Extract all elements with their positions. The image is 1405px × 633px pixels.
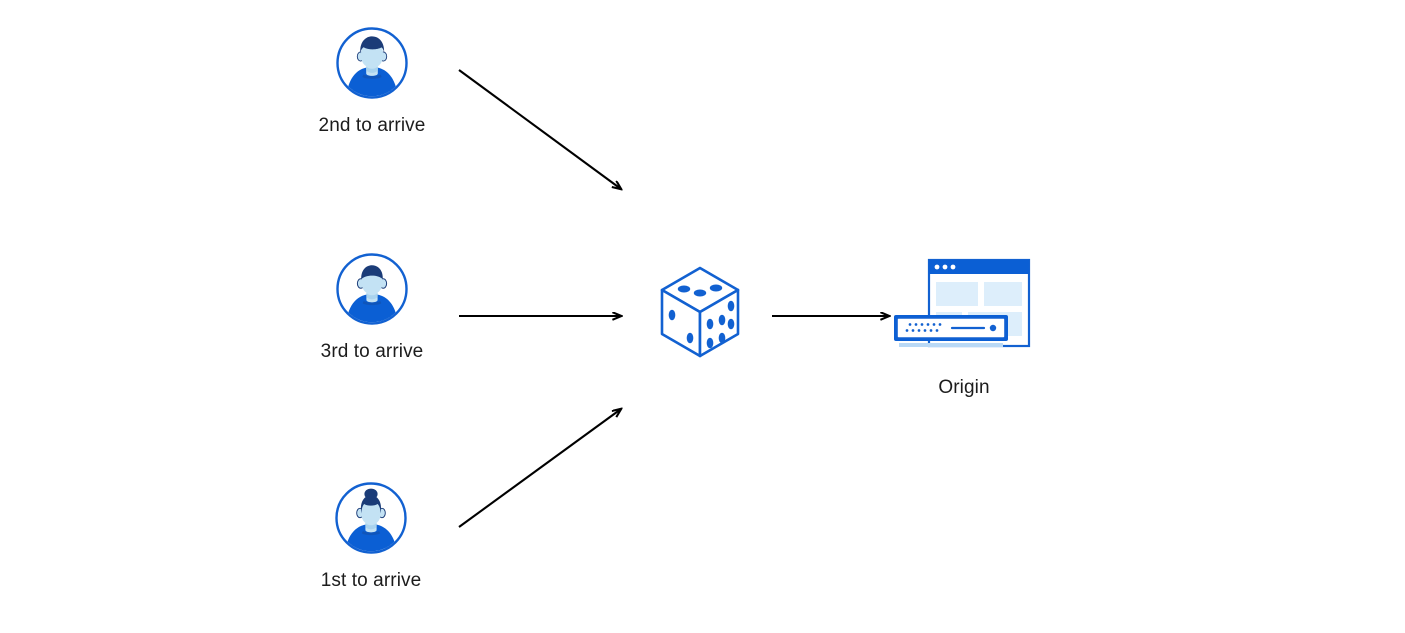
server-device-shape [894,315,1008,347]
user-avatar-male-icon [335,26,409,105]
arrow-2nd-to-dice [458,69,621,189]
arrow-1st-to-dice [458,409,621,528]
node-label-origin: Origin [938,377,990,398]
dice-icon [652,262,748,367]
user-avatar-female-icon [334,481,408,560]
node-label-visitor-3rd: 3rd to arrive [320,341,424,362]
origin-server-icon [884,252,1044,367]
node-visitor-3rd[interactable]: 3rd to arrive [292,252,452,363]
node-visitor-2nd[interactable]: 2nd to arrive [292,26,452,137]
node-label-visitor-1st: 1st to arrive [320,570,422,591]
server-vent-dots [905,323,942,332]
node-randomizer[interactable] [652,262,748,367]
user-avatar-male-short-hair-icon [335,252,409,331]
node-origin[interactable]: Origin [884,252,1044,399]
node-label-visitor-2nd: 2nd to arrive [318,115,426,136]
node-visitor-1st[interactable]: 1st to arrive [291,481,451,592]
